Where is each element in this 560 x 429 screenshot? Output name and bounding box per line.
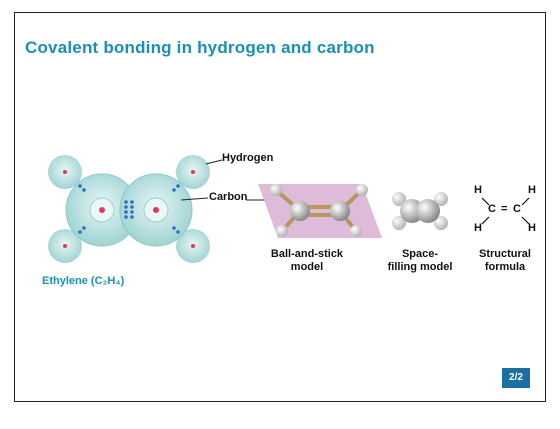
formula-atom-h: H <box>474 222 482 234</box>
hydrogen-ball <box>350 225 362 237</box>
ball-and-stick-model <box>258 184 382 238</box>
label-line: filling model <box>387 261 453 273</box>
label-line: Space- <box>401 248 439 260</box>
ball-and-stick-label: Ball-and-stick model <box>262 248 352 274</box>
nucleus-markers <box>63 170 195 248</box>
label-line: Ball-and-stick <box>270 248 344 260</box>
electron-shell-model <box>48 155 210 263</box>
space-filling-label: Space- filling model <box>374 248 466 274</box>
structural-formula-label: Structural formula <box>466 248 544 274</box>
label-line: formula <box>484 261 526 273</box>
carbon-ball <box>290 201 310 221</box>
slide-title: Covalent bonding in hydrogen and carbon <box>25 38 375 57</box>
formula-atom-c: C <box>513 203 521 215</box>
ethylene-label: Ethylene (C₂H₄) <box>42 275 125 287</box>
label-line: Structural <box>479 248 531 260</box>
formula-atom-h: H <box>474 184 482 196</box>
formula-atom-c: C <box>488 203 496 215</box>
hydrogen-ball <box>356 184 368 196</box>
space-filling-model <box>392 192 448 230</box>
label-line: model <box>290 261 324 273</box>
carbon-ball <box>330 201 350 221</box>
hydrogen-ball <box>270 184 282 196</box>
formula-atom-h: H <box>528 222 536 234</box>
hydrogen-ball <box>276 225 288 237</box>
shared-electrons <box>78 184 180 234</box>
carbon-label: Carbon <box>209 191 248 203</box>
formula-double-bond: = <box>501 203 508 215</box>
hydrogen-label: Hydrogen <box>222 152 274 164</box>
formula-atom-h: H <box>528 184 536 196</box>
slide-number-badge: 2/2 <box>502 368 530 388</box>
